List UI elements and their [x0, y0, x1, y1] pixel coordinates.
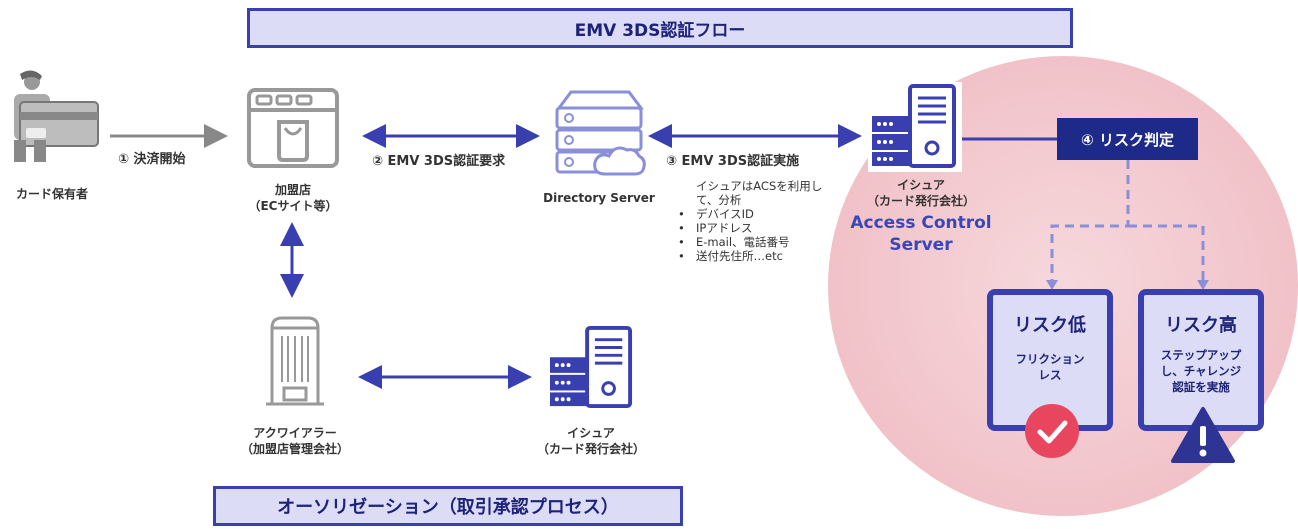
building-icon	[266, 316, 324, 406]
analysis-list: デバイスID IPアドレス E-mail、電話番号 送付先住所…etc	[676, 207, 846, 263]
analysis-intro: イシュアはACSを利用し て、分析	[696, 179, 823, 207]
dashed-branch	[1050, 160, 1205, 285]
issuer-server-icon	[872, 84, 956, 168]
acquirer-label: アクワイアラー （加盟店管理会社）	[240, 426, 349, 456]
check-icon	[1025, 404, 1079, 458]
cardholder-icon	[14, 70, 99, 162]
warning-icon	[1171, 407, 1235, 463]
issuer-top-label: イシュア （カード発行会社）	[866, 178, 975, 208]
cardholder-label: カード保有者	[15, 187, 88, 201]
step-3-label: ③ EMV 3DS認証実施	[666, 154, 800, 169]
analysis-item: デバイスID	[676, 207, 846, 221]
high-risk-card: リスク高 ステップアップ し、チャレンジ 認証を実施	[1138, 289, 1264, 431]
analysis-item: E-mail、電話番号	[676, 235, 846, 249]
issuer-bottom-label: イシュア （カード発行会社）	[536, 426, 645, 456]
analysis-item: 送付先住所…etc	[676, 249, 846, 263]
step-2-label: ② EMV 3DS認証要求	[372, 154, 506, 169]
risk-judgement-badge: ④ リスク判定	[1057, 118, 1198, 160]
merchant-label: 加盟店 （ECサイト等）	[248, 183, 338, 213]
shop-icon	[247, 88, 339, 168]
flow-title: EMV 3DS認証フロー	[247, 8, 1073, 48]
low-risk-desc: フリクション レス	[1015, 352, 1085, 382]
issuer-bottom-server-icon	[550, 326, 633, 409]
step-1-label: ① 決済開始	[118, 152, 186, 167]
analysis-note: イシュアはACSを利用し て、分析 デバイスID IPアドレス E-mail、電…	[676, 179, 846, 263]
authorization-title: オーソリゼーション（取引承認プロセス）	[213, 486, 683, 526]
analysis-item: IPアドレス	[676, 221, 846, 235]
high-risk-desc: ステップアップ し、チャレンジ 認証を実施	[1160, 348, 1242, 394]
directory-server-icon	[555, 90, 646, 176]
directory-server-label: Directory Server	[543, 191, 655, 205]
high-risk-title: リスク高	[1165, 315, 1237, 336]
low-risk-title: リスク低	[1014, 315, 1086, 336]
acs-label: Access Control Server	[850, 213, 992, 255]
